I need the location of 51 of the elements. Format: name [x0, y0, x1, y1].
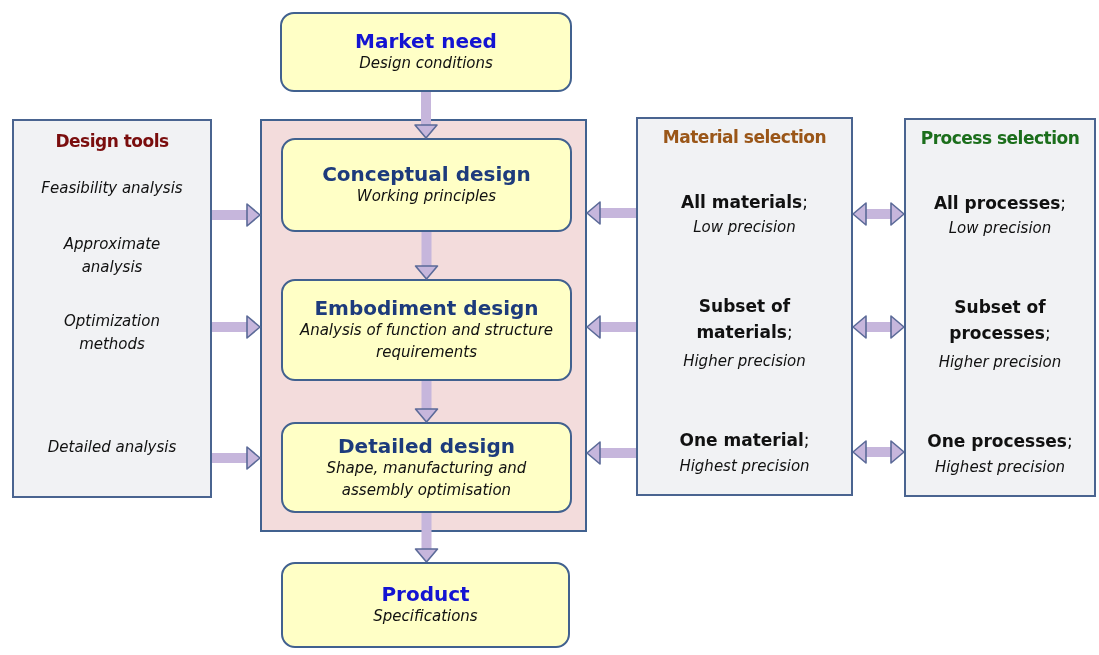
rounded-box: [281, 422, 572, 513]
step-title: Product: [381, 582, 470, 607]
group-panel: [260, 119, 587, 532]
item-text: One processes;: [926, 430, 1074, 453]
step-subtitle: Shape, manufacturing and assembly optimisation: [325, 457, 528, 501]
step-subtitle: Specifications: [372, 606, 479, 628]
rounded-box: [281, 279, 572, 381]
item-text: All materials;: [680, 191, 809, 214]
block-arrow: [414, 92, 438, 139]
step-title: Conceptual design: [322, 162, 531, 187]
panel-heading: Design tools: [54, 131, 170, 151]
step-subtitle: Design conditions: [358, 53, 494, 75]
note-text: Feasibility analysis: [40, 178, 184, 199]
block-arrow: [852, 315, 905, 339]
note-text: Optimization methods: [63, 311, 161, 356]
step-title: Detailed design: [338, 433, 515, 458]
block-arrow: [852, 440, 905, 464]
info-panel: [904, 118, 1096, 497]
block-arrow: [212, 315, 261, 339]
rounded-box: [281, 138, 572, 232]
rounded-box: [280, 12, 572, 92]
block-arrow: [414, 381, 439, 423]
step-subtitle: Working principles: [355, 186, 498, 208]
block-arrow: [212, 203, 261, 227]
note-text: Low precision: [692, 217, 797, 238]
item-text: All processes;: [932, 192, 1068, 215]
item-text: Subset of materials;: [695, 295, 794, 345]
panel-heading: Process selection: [919, 128, 1081, 148]
info-panel: [636, 117, 853, 496]
note-text: Approximate analysis: [62, 234, 162, 279]
step-title: Market need: [355, 29, 497, 54]
info-panel: [12, 119, 212, 498]
rounded-box: [281, 562, 570, 648]
step-title: Embodiment design: [314, 296, 539, 321]
note-text: Highest precision: [933, 457, 1067, 478]
block-arrow: [852, 202, 905, 226]
note-text: Higher precision: [937, 352, 1063, 373]
block-arrow: [586, 441, 636, 465]
item-text: One material;: [678, 429, 811, 452]
note-text: Highest precision: [678, 456, 811, 477]
block-arrow: [414, 513, 439, 563]
note-text: Detailed analysis: [46, 437, 178, 458]
note-text: Higher precision: [682, 351, 807, 372]
step-subtitle: Analysis of function and structure requirements: [298, 320, 555, 363]
note-text: Low precision: [947, 218, 1053, 239]
block-arrow: [414, 232, 439, 280]
block-arrow: [586, 201, 636, 225]
block-arrow: [212, 446, 261, 470]
item-text: Subset of processes;: [948, 296, 1052, 346]
block-arrow: [586, 315, 636, 339]
panel-heading: Material selection: [661, 127, 828, 147]
